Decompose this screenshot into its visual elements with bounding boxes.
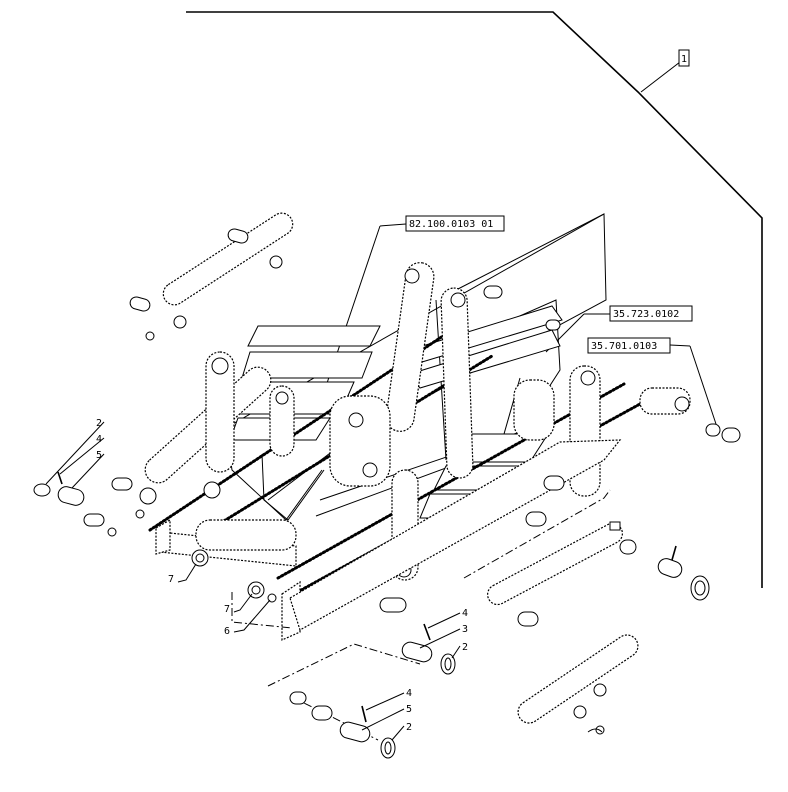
svg-text:35.723.0102: 35.723.0102 [613, 309, 679, 320]
svg-text:4: 4 [96, 434, 102, 445]
reference-box-top: 1 [640, 49, 690, 93]
reference-box-2: 35.701.0103 [587, 337, 717, 425]
reference-box-main: 82.100.0103 01 [323, 215, 505, 393]
svg-text:2: 2 [96, 418, 102, 429]
callouts-bottom: 4 5 2 [361, 688, 412, 741]
left-pin-group [33, 471, 145, 537]
reference-box-1: 35.723.0102 [545, 305, 693, 353]
callouts-right: 4 3 2 [419, 608, 468, 659]
svg-text:3: 3 [462, 624, 468, 635]
right-pin-group [401, 623, 456, 675]
callouts-seven: 7 7 6 [168, 563, 271, 637]
svg-text:2: 2 [406, 722, 412, 733]
svg-text:5: 5 [406, 704, 412, 715]
svg-text:4: 4 [462, 608, 468, 619]
upper-link [129, 212, 294, 341]
chain-segment [517, 634, 639, 735]
left-lift-arm [139, 351, 295, 505]
callouts-left: 2 4 5 [45, 418, 105, 489]
lower-frame [155, 439, 622, 641]
svg-text:7: 7 [224, 604, 230, 615]
svg-text:4: 4 [406, 688, 412, 699]
svg-text:5: 5 [96, 450, 102, 461]
svg-text:6: 6 [224, 626, 230, 637]
svg-text:7: 7 [168, 574, 174, 585]
plate-panels-left [229, 325, 381, 441]
right-link-assembly [487, 423, 741, 627]
bottom-pin-group [289, 691, 396, 759]
svg-text:82.100.0103 01: 82.100.0103 01 [409, 219, 493, 230]
frame-line [186, 11, 763, 588]
svg-text:35.701.0103: 35.701.0103 [591, 341, 657, 352]
svg-text:2: 2 [462, 642, 468, 653]
svg-text:1: 1 [681, 54, 687, 65]
